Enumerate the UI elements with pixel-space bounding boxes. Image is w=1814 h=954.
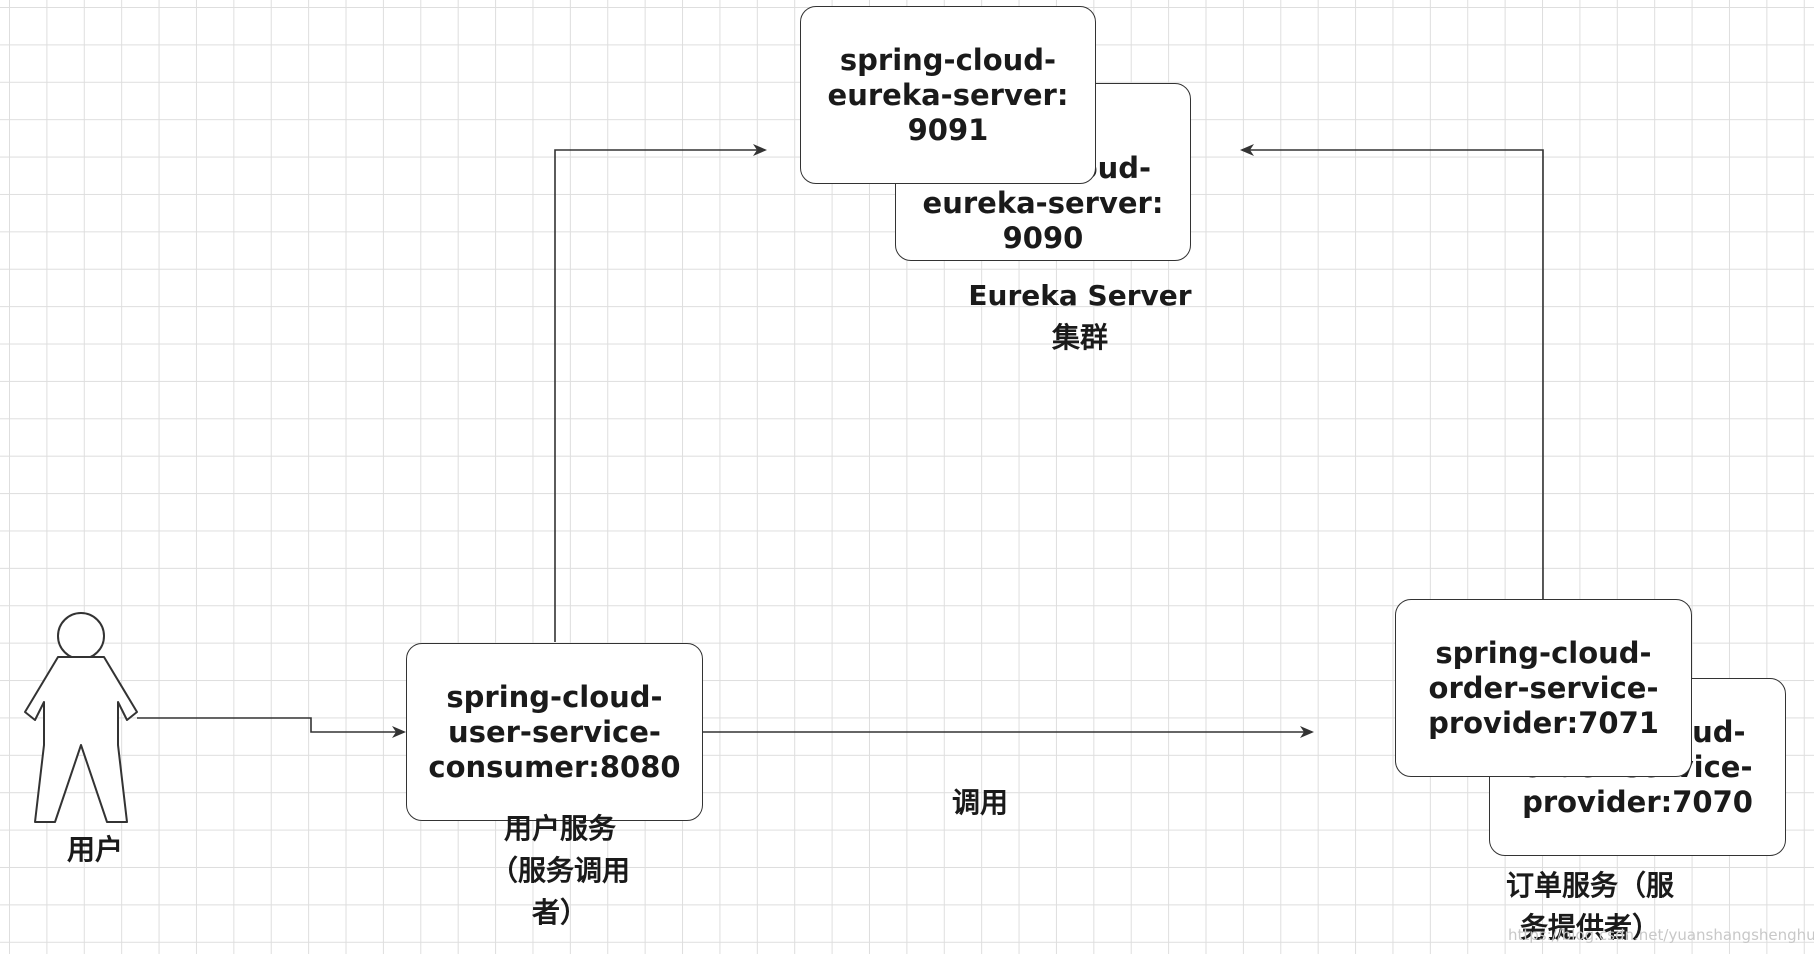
user-actor-label: 用户 bbox=[55, 829, 135, 871]
user-service-label: 用户服务 （服务调用 者） bbox=[470, 808, 650, 934]
user-service-label-line1: 用户服务 bbox=[503, 812, 616, 845]
user-service-label-line2: （服务调用 bbox=[489, 854, 630, 887]
order-service-7071-node: spring-cloud- order-service- provider:70… bbox=[1395, 599, 1692, 777]
order-service-label: 订单服务（服 务提供者） bbox=[1490, 865, 1690, 949]
user-service-line2: user-service- bbox=[448, 714, 661, 749]
arrow-user-to-user-service bbox=[137, 717, 406, 738]
eureka-9091-line2: eureka-server: bbox=[827, 77, 1069, 112]
eureka-cluster-label-line2: 集群 bbox=[1051, 321, 1108, 354]
user-actor-icon bbox=[24, 612, 138, 823]
order-service-label-line2: 务提供者） bbox=[1519, 911, 1660, 944]
arrow-order-service-to-eureka bbox=[1240, 144, 1544, 599]
eureka-9090-line2: eureka-server: bbox=[922, 185, 1164, 220]
order-7071-line1: spring-cloud- bbox=[1435, 635, 1652, 670]
user-actor-label-text: 用户 bbox=[66, 833, 123, 866]
user-service-node: spring-cloud- user-service- consumer:808… bbox=[406, 643, 703, 821]
order-service-label-line1: 订单服务（服 bbox=[1505, 869, 1674, 902]
arrow-user-service-to-eureka bbox=[554, 144, 767, 642]
user-service-line3: consumer:8080 bbox=[428, 749, 681, 784]
user-service-label-line3: 者） bbox=[531, 896, 588, 929]
eureka-cluster-label-line1: Eureka Server bbox=[968, 279, 1192, 312]
eureka-9090-line3: 9090 bbox=[1002, 220, 1084, 255]
call-label: 调用 bbox=[940, 782, 1020, 824]
call-label-text: 调用 bbox=[951, 786, 1008, 819]
eureka-9091-line1: spring-cloud- bbox=[839, 42, 1057, 77]
eureka-9091-line3: 9091 bbox=[907, 112, 989, 147]
eureka-cluster-label: Eureka Server 集群 bbox=[960, 275, 1200, 359]
order-7070-line3: provider:7070 bbox=[1522, 784, 1753, 819]
order-7071-line3: provider:7071 bbox=[1428, 705, 1659, 740]
user-service-line1: spring-cloud- bbox=[446, 679, 663, 714]
watermark-text: https://blog.csdn.net/yuanshangshenghuo bbox=[1508, 926, 1814, 944]
eureka-server-9091-node: spring-cloud- eureka-server: 9091 bbox=[800, 6, 1096, 184]
order-7071-line2: order-service- bbox=[1428, 670, 1659, 705]
